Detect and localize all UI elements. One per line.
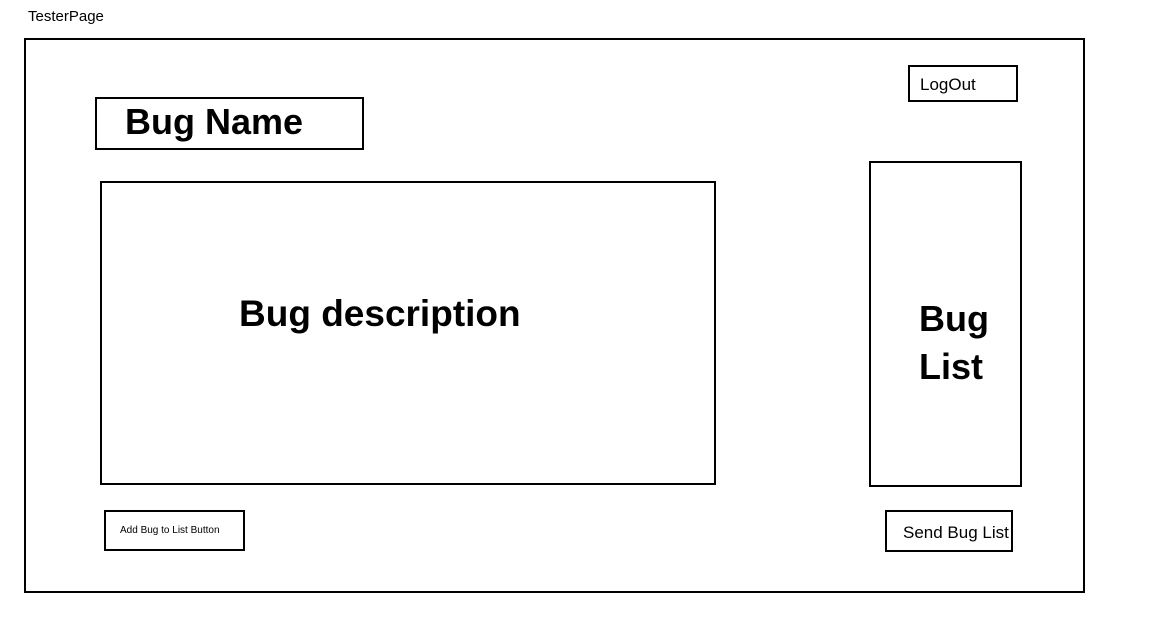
add-bug-to-list-button[interactable]: Add Bug to List Button xyxy=(104,510,245,551)
send-bug-list-button[interactable]: Send Bug List xyxy=(885,510,1013,552)
bug-description-field[interactable]: Bug description xyxy=(100,181,716,485)
page-title: TesterPage xyxy=(28,8,104,25)
bug-description-label: Bug description xyxy=(239,293,521,334)
bug-list-label: Bug List xyxy=(919,298,989,387)
page-frame xyxy=(24,38,1085,593)
logout-button[interactable]: LogOut xyxy=(908,65,1018,102)
bug-name-field[interactable]: Bug Name xyxy=(95,97,364,150)
bug-list-panel[interactable]: Bug List xyxy=(869,161,1022,487)
